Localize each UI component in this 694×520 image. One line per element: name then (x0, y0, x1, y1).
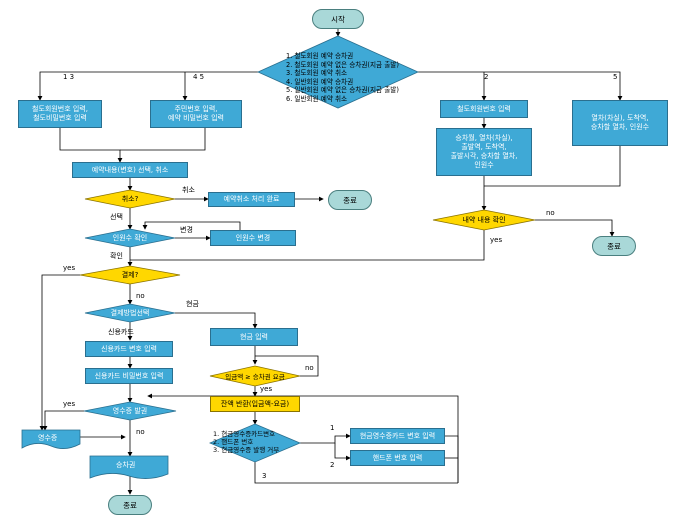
confirm-booking-label: 내약 내용 확인 (462, 216, 506, 224)
confirm-count-label: 인원수 확인 (112, 234, 148, 242)
end-terminal-bottom: 종료 (108, 495, 152, 515)
change-return-box: 잔액 반환(입금액-요금) (210, 396, 300, 412)
edge-label-option-3: 3 (262, 472, 267, 480)
edge-label-select: 선택 (110, 213, 123, 221)
cancel-done-box: 예약취소 처리 완료 (208, 192, 295, 207)
branch-label-2: 2 (484, 73, 489, 81)
edge-label-amount-no: no (305, 364, 314, 372)
booking-login-box: 주민번호 입력, 예약 비밀번호 입력 (150, 100, 242, 128)
main-menu-list: 1. 철도회원 예약 승차권 2. 철도회원 예약 없은 승차권(지금 출발) … (286, 52, 399, 103)
edge-label-change: 변경 (180, 226, 193, 234)
edge-label-booking-no: no (546, 209, 555, 217)
receipt-doc-label: 영수증 (38, 434, 58, 442)
edge-label-pay-yes: yes (63, 264, 76, 272)
start-terminal: 시작 (312, 9, 364, 29)
ticket-doc (89, 455, 169, 479)
select-booking-box: 예약내용(변호) 선택, 취소 (72, 162, 188, 178)
pay-method-label: 결제방법선택 (110, 309, 150, 317)
cash-receipt-options: 1. 현금영수증카드변호 2. 핸드폰 번호 3. 현금영수증 발행 거부 (213, 430, 280, 454)
edge-label-option-1: 1 (330, 424, 335, 432)
edge-label-option-2: 2 (330, 461, 335, 469)
edge-label-confirm: 확인 (110, 252, 123, 260)
branch-label-4-5: 4 5 (193, 73, 205, 81)
ticket-doc-label: 승차권 (116, 461, 136, 469)
end-terminal-right: 종료 (592, 236, 636, 256)
amount-check-label: 입금액 ≥ 승차권 요금 (225, 373, 285, 381)
receipt-doc (21, 429, 81, 449)
edge-label-booking-yes: yes (490, 236, 503, 244)
edge-label-pay-no: no (136, 292, 145, 300)
edge-label-amount-yes: yes (260, 385, 273, 393)
branch-label-1-3: 1 3 (63, 73, 75, 81)
receipt-decision-label: 영수증 발권 (112, 407, 148, 415)
main-menu-diamond (257, 35, 419, 109)
member-login-box: 철도회원번호 입력, 철도비밀번호 입력 (18, 100, 102, 128)
edge-label-cash: 현금 (186, 300, 199, 308)
edge-label-receipt-no: no (136, 428, 145, 436)
edge-label-receipt-yes: yes (63, 400, 76, 408)
train-info-box: 열차(차실), 도착역, 승차할 열차, 인원수 (572, 100, 668, 146)
card-number-box: 신용카드 변호 입력 (85, 341, 173, 357)
branch-label-5: 5 (613, 73, 618, 81)
cancel-decision-label: 취소? (121, 195, 139, 203)
seat-info-box: 승차월, 열차(차실), 출발역, 도착역, 출발시각, 승차할 열차, 인원수 (436, 128, 532, 176)
edge-label-card: 신용카드 (108, 328, 134, 336)
member-number-box: 철도회원번호 입력 (440, 100, 528, 118)
pay-decision-label: 결제? (121, 271, 139, 279)
cash-input-box: 현금 입력 (210, 328, 298, 346)
card-password-box: 신용카드 비밀번호 입력 (85, 368, 173, 384)
edge-label-cancel: 취소 (182, 186, 195, 194)
change-count-box: 인원수 변경 (210, 230, 296, 246)
cash-receipt-input-box: 현금영수증카드 변호 입력 (350, 428, 445, 444)
end-terminal-cancel: 종료 (328, 190, 372, 210)
phone-input-box: 핸드폰 번호 입력 (350, 450, 445, 466)
